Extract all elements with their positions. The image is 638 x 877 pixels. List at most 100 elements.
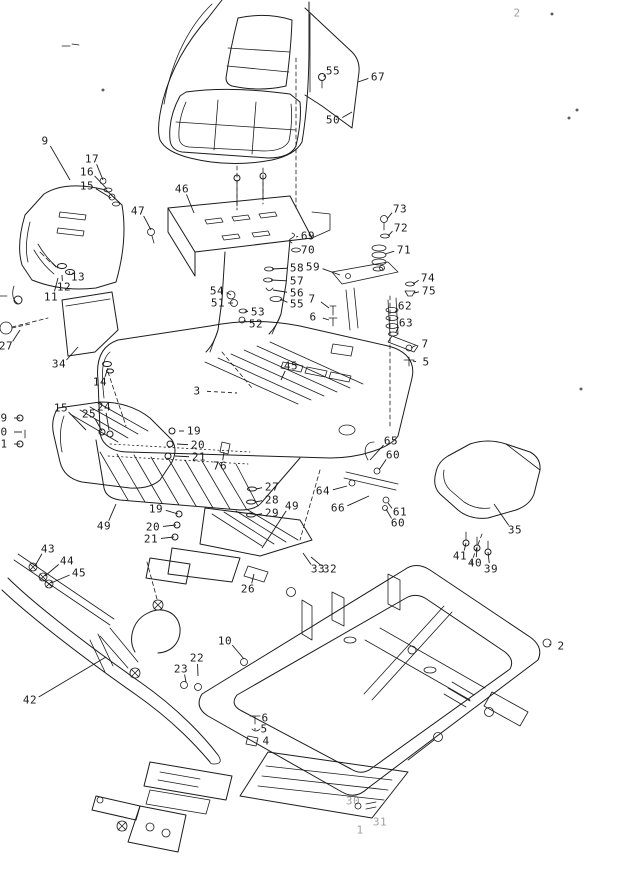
part-callout-59-15: 59 [305,260,321,274]
part-callout-40-66: 40 [467,556,483,570]
part-callout-6-27: 6 [309,310,317,324]
part-callout-17-4: 17 [84,152,100,166]
part-callout-12-36: 12 [56,280,72,294]
part-callout-56-20: 56 [289,286,305,300]
part-callout-45-84: 45 [71,566,87,580]
part-callout-65-58: 65 [383,434,399,448]
part-callout-3-38: 3 [193,384,201,398]
part-callout-32-69: 32 [322,562,338,576]
leader-line-17-4 [96,164,104,181]
part-callout-7-30: 7 [421,337,429,351]
leader-line-43-82 [34,553,43,567]
leader-line-24-42 [105,412,110,431]
part-callout-69-10: 69 [300,229,316,243]
leader-line-5-31 [412,360,417,362]
leader-line-50-2 [341,111,353,119]
part-callout-27-32: 27 [0,339,14,353]
leader-line-47-8 [143,215,152,231]
leader-line-11-37 [54,277,59,292]
part-callout-13-35: 13 [70,270,86,284]
part-callout-60-59: 60 [385,448,401,462]
part-callout-71-14: 71 [396,243,412,257]
leader-line-62-28 [394,309,398,314]
leader-line-14-34 [104,367,109,377]
part-callout-42-81: 42 [22,693,38,707]
part-callout-49-56: 49 [96,519,112,533]
part-callout-67-1: 67 [370,70,386,84]
part-callout-72-13: 72 [393,221,409,235]
leader-line-45-39 [280,370,286,381]
part-callout-75-17: 75 [421,284,437,298]
leader-line-74-16 [412,279,419,285]
leader-line-49-56 [108,503,117,521]
leader-line-55-0 [323,74,326,78]
leader-line-58-18 [271,267,288,270]
part-callout-19-50: 19 [148,502,164,516]
part-callout-34-33: 34 [51,357,67,371]
seat-bolts [233,172,267,207]
part-callout-39-67: 39 [483,562,499,576]
part-callout-31-80: 31 [372,815,388,829]
leader-line-27-53 [255,487,263,490]
part-callout-9-43: 9 [0,411,8,425]
leader-line-9-7 [50,145,71,181]
leader-line-34-33 [66,346,79,361]
part-callout-28-54: 28 [264,493,280,507]
part-callout-43-82: 43 [40,542,56,556]
part-callout-4-77: 4 [262,734,270,748]
part-callout-6-75: 6 [261,711,269,725]
leader-line-67-1 [357,78,369,83]
leader-line-28-54 [254,500,263,503]
mid-support-assembly [16,414,313,585]
leader-line-59-15 [322,268,341,276]
part-callout-1-79: 1 [356,823,364,837]
leader-line-52-25 [243,319,247,323]
part-callout-11-37: 11 [43,290,59,304]
rear-fender [434,440,541,556]
leader-line-35-64 [493,503,510,526]
leader-line-64-60 [332,485,348,491]
leader-line-20-47 [176,443,189,446]
part-callout-21-48: 21 [191,450,207,464]
part-callout-26-70: 26 [240,582,256,596]
part-callout-0-44: 0 [0,425,8,439]
leader-line-49-57 [261,510,287,549]
part-callout-15-40: 15 [53,401,69,415]
leader-line-6-27 [322,317,330,321]
part-callout-2-71: 2 [557,639,565,653]
leader-line-7-30 [410,345,416,349]
leader-line-65-58 [369,444,384,461]
leader-line-44-83 [44,564,60,577]
part-callout-53-24: 53 [250,305,266,319]
part-callout-70-11: 70 [300,243,316,257]
part-callout-41-65: 41 [452,549,468,563]
leader-line-60-59 [378,459,387,471]
leader-line-27-32 [12,329,21,342]
part-callout-24-42: 24 [96,400,112,414]
leader-line-26-70 [251,573,255,584]
part-callout-35-64: 35 [507,523,523,537]
leader-line-3-38 [206,390,238,394]
part-callout-5-31: 5 [422,355,430,369]
leader-line-73-12 [386,212,393,220]
leader-line-46-9 [186,194,195,214]
leader-line-23-73 [184,674,187,683]
leader-line-21-52 [160,536,175,539]
pivot-hardware [226,215,419,367]
leader-line-32-69 [310,556,322,567]
leader-line-25-41 [94,418,103,432]
part-callout-29-55: 29 [264,506,280,520]
leader-line-7-26 [320,301,330,309]
part-callout-49-57: 49 [284,499,300,513]
part-callout-54-22: 54 [209,284,225,298]
body-shell [95,321,414,511]
bumper [0,321,221,765]
part-callout-60-63: 60 [390,516,406,530]
frame [129,565,552,819]
leader-line-15-6 [95,188,112,199]
leader-line-56-20 [272,289,288,293]
leader-line-19-50 [165,509,179,515]
leader-line-54-22 [226,292,232,296]
